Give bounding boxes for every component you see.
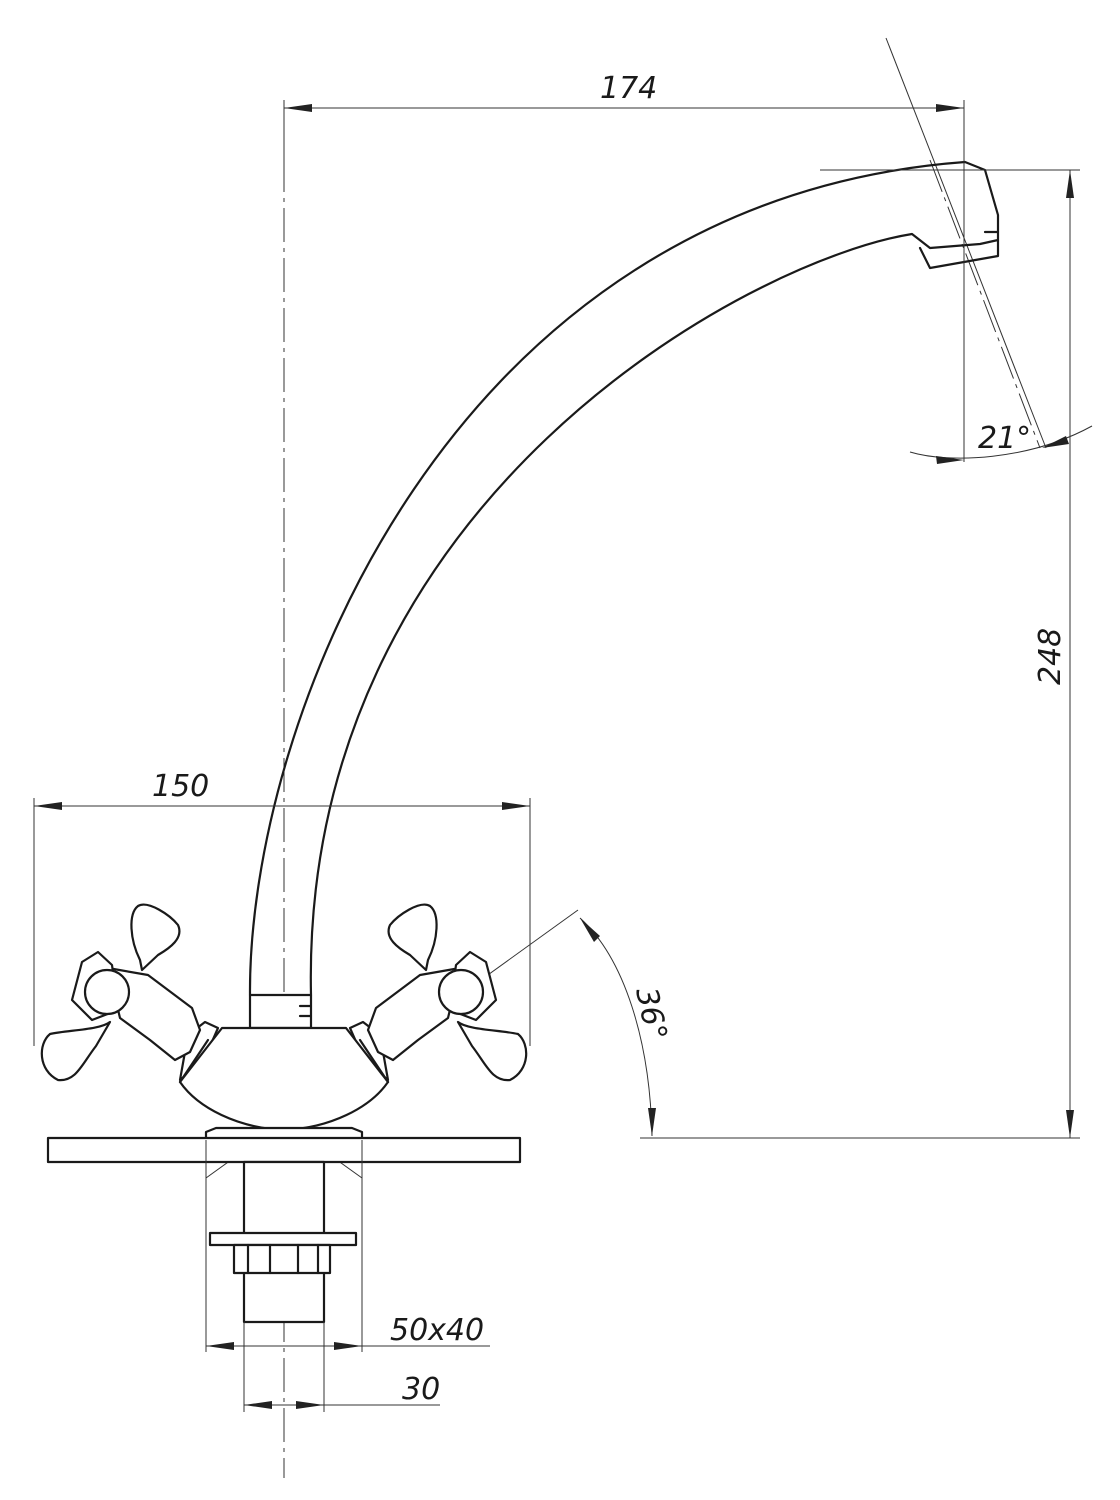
spout [248, 160, 1000, 997]
washer [208, 1231, 358, 1247]
nut [232, 1243, 332, 1275]
left-handle [40, 903, 220, 1082]
dim-label-150: 150 [152, 769, 209, 804]
dim-base-width: 150 [33, 769, 531, 1046]
spout-aerator [918, 238, 1000, 270]
mounting-plate [46, 1136, 522, 1164]
faucet-main-body [178, 1026, 390, 1132]
right-handle [348, 903, 528, 1082]
dim-label-50x40: 50x40 [390, 1313, 484, 1348]
dim-spout-height: 248 [640, 169, 1080, 1139]
dim-spout-angle: 21° [909, 421, 1093, 464]
dim-label-248: 248 [1033, 628, 1068, 685]
spout-collar [248, 993, 313, 1030]
dim-shank-diameter: 30 [243, 1322, 440, 1412]
dim-label-30: 30 [402, 1372, 440, 1407]
dim-label-174: 174 [600, 71, 657, 106]
dim-shank-size: 50x40 [205, 1140, 490, 1352]
dim-spout-reach: 174 [283, 71, 965, 462]
dim-handle-angle: 36° [579, 917, 673, 1137]
dim-label-36deg: 36° [628, 984, 673, 1043]
faucet-body [40, 160, 1000, 1324]
dim-label-21deg: 21° [978, 421, 1031, 456]
